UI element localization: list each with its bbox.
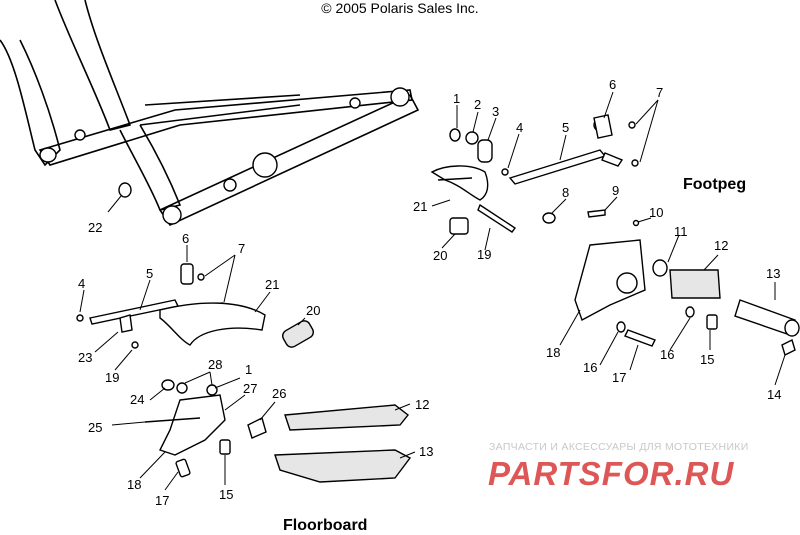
footpeg-section-title: Footpeg [683,176,747,193]
callout-fb-20: 20 [306,303,320,318]
callout-fb-28: 28 [208,357,222,372]
callout-1: 1 [453,91,460,106]
callout-fb-21: 21 [265,277,279,292]
callout-fb-1: 1 [245,362,252,377]
callout-17: 17 [612,370,626,385]
callout-12: 12 [714,238,728,253]
frame-assembly [0,0,420,227]
callout-fb-13: 13 [419,444,433,459]
floorboard-assembly [111,371,416,491]
callout-20: 20 [433,248,447,263]
floorboard-section-title: Floorboard [283,517,368,534]
watermark-logo: PARTSFOR.RU [488,455,735,492]
watermark-tagline: ЗАПЧАСТИ И АКСЕССУАРЫ ДЛЯ МОТОТЕХНИКИ [489,441,749,453]
callout-fb-25: 25 [88,420,102,435]
callout-16a: 16 [583,360,597,375]
callout-8: 8 [562,185,569,200]
callout-fb-12: 12 [415,397,429,412]
callout-22-frame: 22 [88,220,102,235]
callout-fb-4: 4 [78,276,85,291]
callout-fb-24: 24 [130,392,144,407]
callout-13: 13 [766,266,780,281]
callout-fb-7: 7 [238,241,245,256]
callout-3: 3 [492,104,499,119]
callout-9: 9 [612,183,619,198]
callout-5: 5 [562,120,569,135]
callout-14: 14 [767,387,781,402]
callout-15: 15 [700,352,714,367]
footpeg-assembly [430,91,800,386]
callout-fb-5: 5 [146,266,153,281]
callout-fb-17: 17 [155,493,169,508]
callout-2: 2 [474,97,481,112]
callout-11: 11 [674,224,688,239]
callout-fb-18: 18 [127,477,141,492]
callout-18: 18 [546,345,560,360]
callout-21: 21 [413,199,427,214]
floorboard-linkage [76,245,314,371]
callout-10: 10 [649,205,663,220]
callout-fb-23: 23 [78,350,92,365]
callout-16b: 16 [660,347,674,362]
callout-labels: 22 1 2 3 4 5 6 7 8 9 10 11 12 13 14 15 1… [78,77,781,508]
callout-fb-26: 26 [272,386,286,401]
callout-6: 6 [609,77,616,92]
callout-19: 19 [477,247,491,262]
callout-fb-19: 19 [105,370,119,385]
callout-4: 4 [516,120,523,135]
callout-fb-15: 15 [219,487,233,502]
callout-7: 7 [656,85,663,100]
copyright-notice: © 2005 Polaris Sales Inc. [321,0,479,16]
callout-fb-6: 6 [182,231,189,246]
callout-fb-27: 27 [243,381,257,396]
